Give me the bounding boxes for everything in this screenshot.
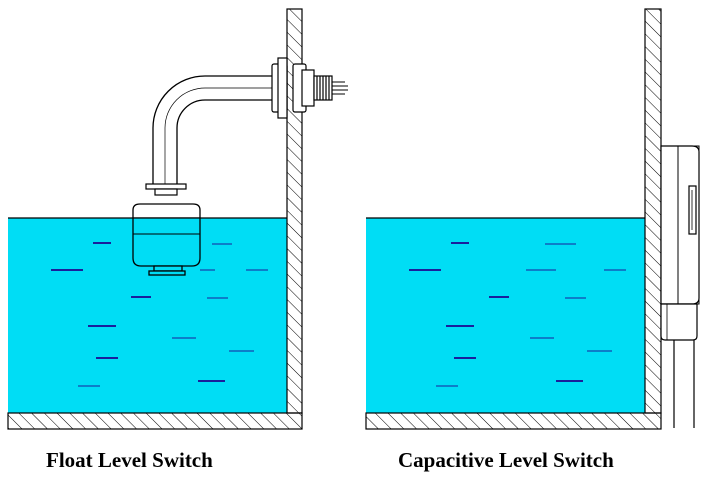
capacitive-sensor <box>660 145 700 428</box>
lead-wires <box>332 81 348 95</box>
wave-marks-left <box>51 242 268 387</box>
capacitive-switch-tank <box>365 8 700 430</box>
capacitive-switch-caption: Capacitive Level Switch <box>398 448 614 472</box>
water-body-right <box>366 218 645 413</box>
tank-floor-left <box>7 412 303 430</box>
tank-wall-right <box>644 8 662 414</box>
tank-floor-right <box>365 412 662 430</box>
float-stem-pipe <box>152 75 272 184</box>
wave-marks-right <box>409 242 626 387</box>
wall-fitting <box>271 57 333 119</box>
float-switch-caption: Float Level Switch <box>46 448 213 472</box>
stem-collar <box>145 183 187 196</box>
float-ball <box>132 203 201 276</box>
float-switch-tank <box>7 8 348 430</box>
